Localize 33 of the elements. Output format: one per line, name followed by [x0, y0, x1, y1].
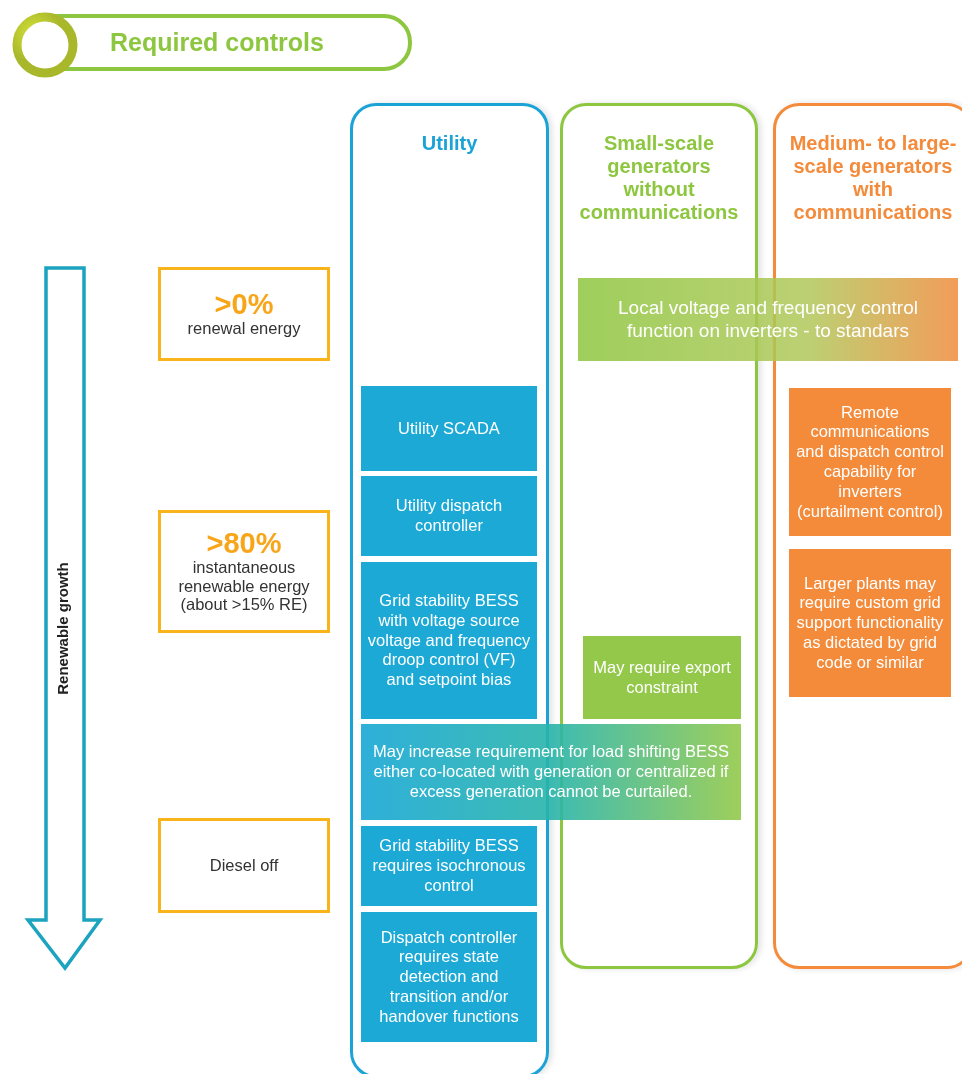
control-text: May require export constraint — [592, 657, 732, 698]
control-box — [789, 388, 951, 536]
title: Required controls — [110, 28, 324, 57]
stage-label: instantaneous renewable energy (about >15% RE) — [177, 557, 311, 615]
control-text: Utility SCADA — [398, 418, 500, 439]
control-box — [361, 912, 537, 1042]
control-text: Remote communications and dispatch control capability for inverters (curtailment control) — [795, 402, 945, 522]
stage-label: renewal energy — [186, 319, 302, 338]
control-box — [578, 278, 958, 361]
control-text: Local voltage and frequency control function on inverters - to standars — [617, 296, 919, 343]
percentage-value: >0% — [213, 290, 275, 319]
control-box — [361, 724, 741, 820]
column-heading: Small-scale generators without communications — [578, 132, 740, 224]
control-text: Utility dispatch controller — [394, 496, 504, 536]
control-box — [361, 386, 537, 471]
control-text: May increase requirement for load shifting BESS either co-located with generation or centralized if excess generation cannot be curtailed. — [372, 742, 730, 802]
control-box — [583, 636, 741, 719]
column-heading: Utility — [420, 132, 479, 155]
control-box — [361, 476, 537, 556]
stage-label: Diesel off — [208, 856, 280, 875]
control-box — [789, 549, 951, 697]
control-text: Grid stability BESS with voltage source voltage and frequency droop control (VF) and setpoint bias — [367, 591, 531, 690]
percentage-value: >80% — [205, 528, 283, 558]
control-text: Dispatch controller requires state detection and transition and/or handover functions — [378, 927, 520, 1027]
stage-box — [158, 818, 330, 913]
column-heading: Medium- to large-scale generators with communications — [788, 132, 958, 224]
axis-label: Renewable growth — [53, 561, 71, 697]
control-text: Larger plants may require custom grid support functionality as dictated by grid code or similar — [795, 573, 945, 673]
control-box — [361, 562, 537, 719]
stage-box — [158, 267, 330, 361]
control-box — [361, 826, 537, 906]
control-text: Grid stability BESS requires isochronous control — [371, 836, 527, 896]
stage-box — [158, 510, 330, 633]
